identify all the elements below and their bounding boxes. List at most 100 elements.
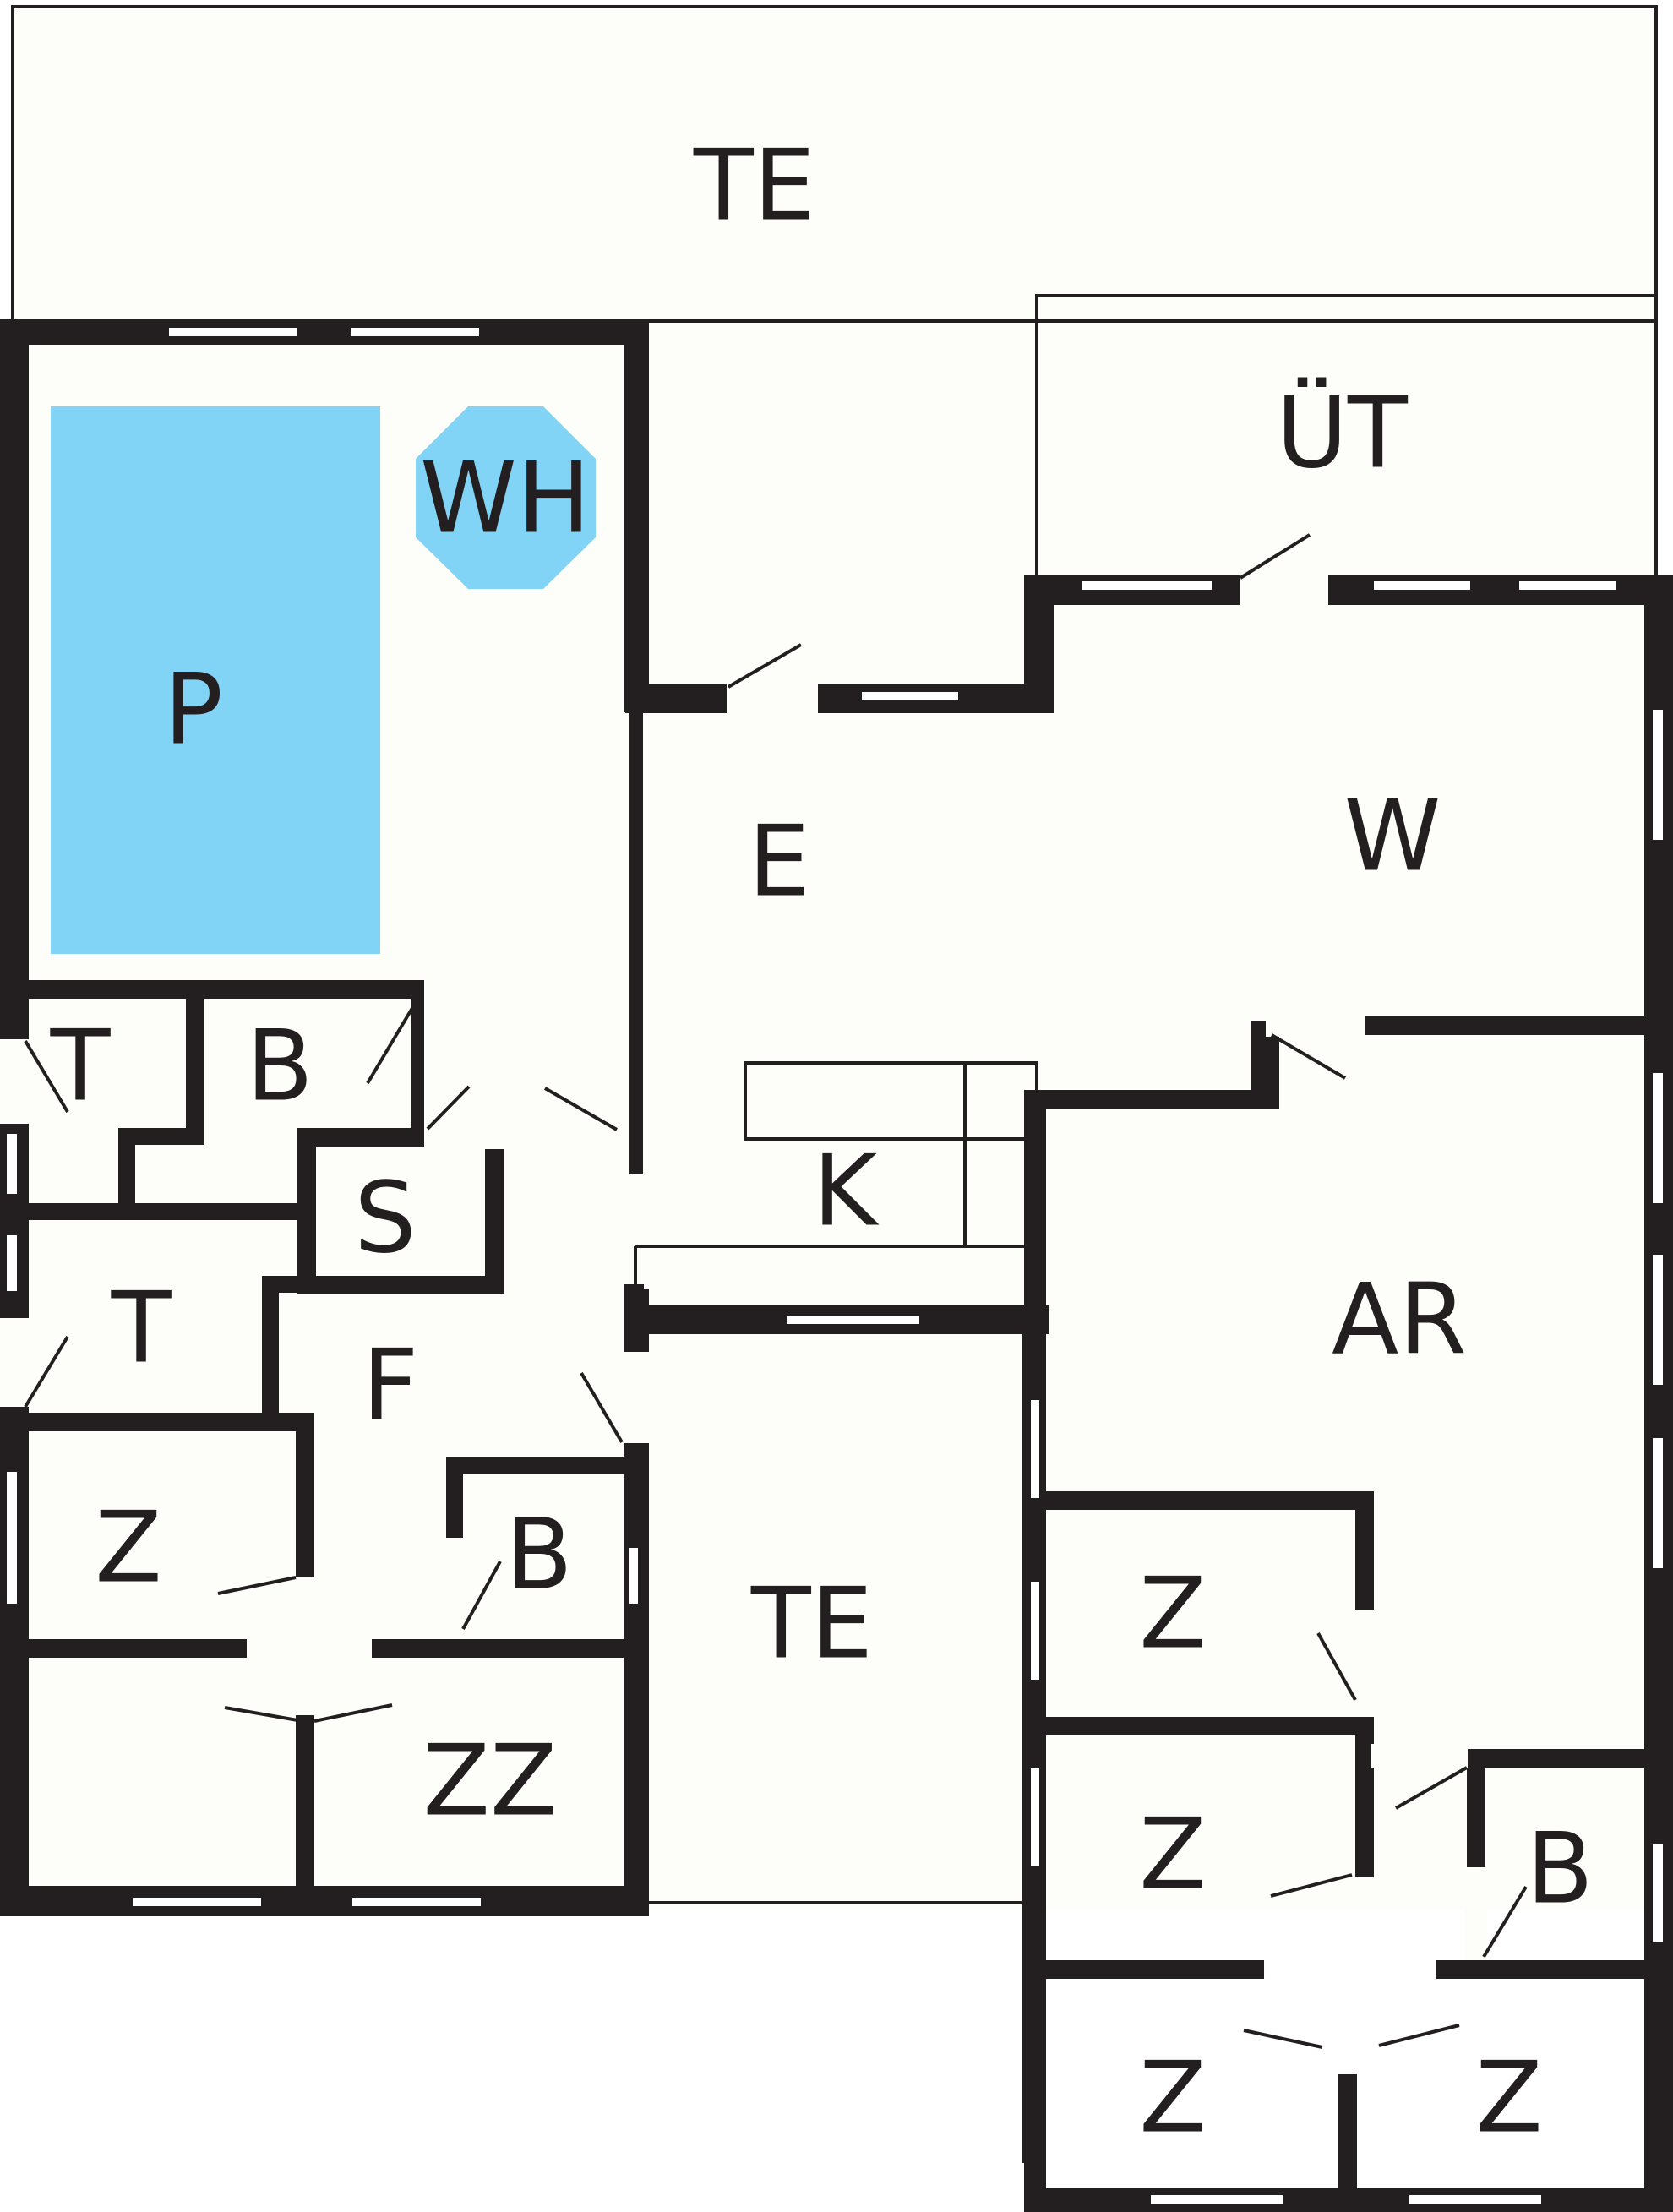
wall-work-top bbox=[1036, 1090, 1264, 1109]
door-swings bbox=[24, 533, 1528, 2049]
wall-bottom-left bbox=[0, 1886, 649, 1916]
window bbox=[1649, 706, 1666, 843]
room-label-bedroom-right-3: Z bbox=[1139, 2041, 1206, 2155]
door-swing bbox=[1316, 1632, 1357, 1701]
room-label-bedroom-left: Z bbox=[95, 1491, 161, 1605]
window bbox=[1027, 1578, 1043, 1683]
wall-bottom-right bbox=[1024, 2188, 1673, 2212]
room-label-pool: P bbox=[164, 653, 223, 767]
window bbox=[349, 1894, 484, 1910]
window bbox=[1649, 1251, 1666, 1388]
room-label-bedroom-right-2: Z bbox=[1139, 1798, 1206, 1912]
door-gap bbox=[620, 1352, 651, 1443]
window bbox=[347, 324, 482, 340]
windows bbox=[3, 324, 1666, 2207]
window bbox=[1371, 578, 1474, 593]
door-gap bbox=[1371, 1744, 1468, 1768]
window bbox=[1649, 1070, 1666, 1207]
room-label-terrace-top: TE bbox=[693, 129, 815, 243]
door-openings bbox=[0, 573, 1487, 1960]
door-gap bbox=[1465, 1867, 1487, 1960]
door-swing bbox=[24, 1039, 69, 1114]
room-label-bath-center: B bbox=[505, 1498, 573, 1612]
window bbox=[1078, 578, 1215, 593]
room-label-kitchen: K bbox=[813, 1135, 880, 1249]
room-label-bedroom-right-4: Z bbox=[1475, 2041, 1542, 2155]
wall-t-step bbox=[118, 1128, 204, 1145]
door-swing bbox=[1239, 533, 1311, 580]
window bbox=[1516, 578, 1619, 593]
door-gap bbox=[727, 683, 818, 715]
door-swing bbox=[313, 1703, 393, 1723]
wall-pool-right bbox=[624, 319, 649, 712]
pool bbox=[51, 406, 380, 954]
room-label-living: W bbox=[1344, 780, 1441, 894]
door-gap bbox=[1266, 1015, 1365, 1037]
window bbox=[1027, 1764, 1043, 1869]
door-gap bbox=[424, 1124, 526, 1149]
wall-zr3-zr4-divider bbox=[1338, 2074, 1357, 2209]
wall-t-step-down bbox=[118, 1128, 135, 1212]
door-swing bbox=[1482, 1885, 1528, 1959]
door-swing bbox=[224, 1706, 303, 1723]
wall-z-top bbox=[19, 1413, 314, 1431]
window bbox=[1649, 1435, 1666, 1572]
room-label-workroom: AR bbox=[1332, 1263, 1467, 1377]
door-swing bbox=[1270, 1873, 1353, 1898]
wall-t-b bbox=[186, 980, 204, 1132]
room-label-dining: E bbox=[748, 805, 809, 919]
wall-z-zz-divider bbox=[296, 1715, 314, 1914]
wall-bath-top bbox=[446, 1457, 632, 1474]
window bbox=[166, 324, 301, 340]
terrace-top-outline bbox=[11, 5, 1658, 323]
door-swing bbox=[1395, 1766, 1468, 1810]
kitchen-outline bbox=[634, 1063, 1038, 1289]
room-label-bath-upper-left: B bbox=[246, 1010, 313, 1124]
room-label-hall: F bbox=[362, 1329, 419, 1443]
door-swing bbox=[580, 1371, 624, 1444]
wall-pool-bottom bbox=[19, 980, 424, 999]
door-gap bbox=[1240, 573, 1328, 607]
window bbox=[3, 1131, 20, 1197]
wall-b-right bbox=[411, 980, 424, 1128]
window bbox=[1147, 2192, 1286, 2207]
wall-terrace-post bbox=[624, 1284, 644, 1318]
door-gap bbox=[527, 1124, 625, 1149]
room-label-whirlpool: WH bbox=[420, 442, 591, 556]
door-swing bbox=[1243, 2029, 1323, 2049]
room-label-toilet-upper: T bbox=[50, 1010, 112, 1124]
wall-b-right-top bbox=[1467, 1749, 1673, 1768]
room-label-bedroom-right-1: Z bbox=[1139, 1557, 1206, 1671]
room-label-bath-right: B bbox=[1526, 1812, 1594, 1926]
door-swing bbox=[461, 1561, 502, 1630]
wall-zr1-right bbox=[1355, 1491, 1374, 1614]
door-gap bbox=[0, 1039, 30, 1124]
room-label-terrace-center: TE bbox=[750, 1567, 873, 1681]
wall-sauna-bottom bbox=[297, 1276, 504, 1294]
wall-living-divider bbox=[1364, 1016, 1651, 1035]
window bbox=[3, 1232, 20, 1294]
wall-hall-left bbox=[262, 1276, 279, 1430]
door-swing bbox=[1270, 1033, 1347, 1080]
window bbox=[1649, 1840, 1666, 1945]
wall-b-right-left bbox=[1467, 1749, 1485, 1871]
wall-zr3-top bbox=[1036, 1960, 1264, 1979]
door-swing bbox=[1378, 2024, 1460, 2047]
door-gap bbox=[444, 1538, 465, 1632]
door-swing bbox=[426, 1085, 471, 1131]
door-gap bbox=[1354, 1610, 1376, 1704]
wall-pool-top bbox=[0, 319, 649, 345]
wall-zr4-top bbox=[1436, 1960, 1673, 1979]
door-swing bbox=[217, 1576, 297, 1595]
room-label-twin-bedroom: ZZ bbox=[423, 1724, 558, 1839]
terrace-top-floor bbox=[12, 7, 1656, 345]
wall-zr1-top bbox=[1036, 1491, 1374, 1510]
room-label-toilet-lower: T bbox=[111, 1272, 172, 1386]
wall-zr2-right bbox=[1355, 1717, 1374, 1877]
wall-t-bottom bbox=[19, 1203, 316, 1220]
wall-pool-right-lower bbox=[629, 710, 643, 1174]
whirlpool bbox=[416, 406, 596, 589]
wall-sauna-right bbox=[485, 1128, 504, 1294]
door-swing bbox=[544, 1087, 618, 1131]
